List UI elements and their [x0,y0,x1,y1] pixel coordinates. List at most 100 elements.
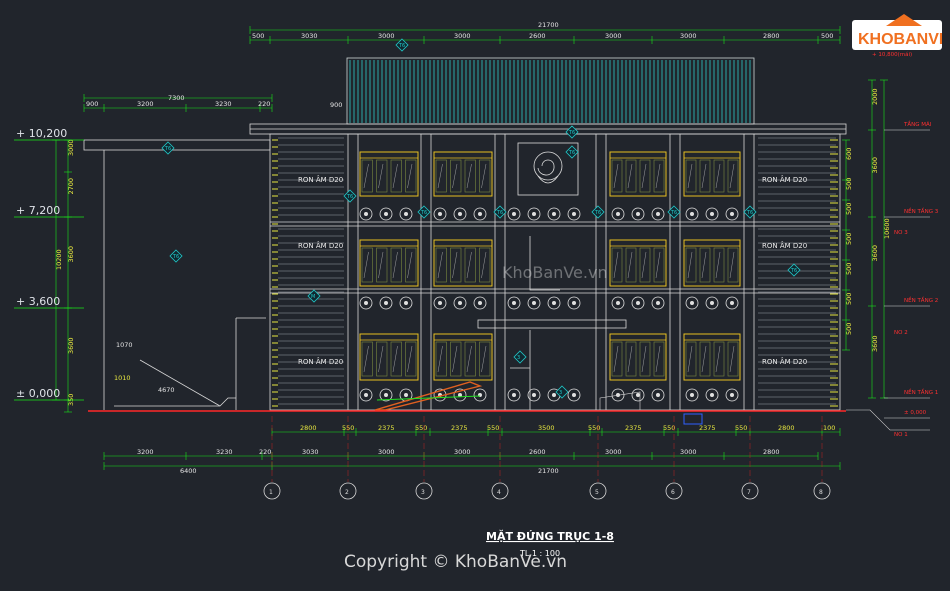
axis-label: 3 [421,489,425,496]
tag-text: T6 [398,43,405,49]
rosette-core [616,212,620,216]
window-pane [727,159,739,193]
dim-text: 3000 [454,32,471,40]
tag-diamond [169,249,183,263]
khobanve-logo[interactable]: KHOBANVE [852,12,942,54]
axis-bubble [589,482,607,500]
dim-text: 3000 [605,448,622,456]
rosette [359,388,373,402]
rosette [453,296,467,310]
window-pane [685,341,697,377]
rosette-core [404,393,408,397]
rosette-core [512,301,516,305]
joint-note: RON ÂM D20 [762,175,807,184]
window-pane [361,341,373,377]
window-pane [464,247,476,283]
window-pane [361,159,373,193]
rosette [725,388,739,402]
window-glint [392,251,398,279]
window-pane [625,247,637,283]
level-code: TẦNG MÁI [903,120,932,128]
dim-text: 500 [821,32,833,40]
window-glint [378,345,384,373]
dim-text: 2800 [763,32,780,40]
window-glint [613,251,619,279]
tag-diamond [555,385,569,399]
rosette-core [710,301,714,305]
material-tag: T6 [161,141,175,155]
tag-text: T6 [594,210,601,216]
window-glint [363,345,369,373]
rosette [631,296,645,310]
window-glint [378,251,384,279]
rosette [527,296,541,310]
dim-vtext: 3600 [871,335,879,352]
ramp-dim: 4670 [158,386,175,394]
axis-bubble [813,482,831,500]
tag-diamond [787,263,801,277]
window-frame [609,151,667,197]
tag-diamond [395,38,409,52]
copyright-watermark: Copyright © KhoBanVe.vn [344,552,567,572]
window-glint [641,251,647,279]
window-glint [407,251,413,279]
rosette-core [552,301,556,305]
material-tag: T6 [787,263,801,277]
dim-vtext: 2700 [67,178,75,195]
tag-text: T6 [568,150,575,156]
rosette-core [572,301,576,305]
window-pane [464,159,476,193]
axis-bubble [665,482,683,500]
window-pane [713,159,725,193]
window-glint [481,345,487,373]
window-frame [359,239,419,287]
joint-note: RON ÂM D20 [298,175,343,184]
window-pane [390,159,402,193]
window-glint [729,345,735,373]
rosette [611,207,625,221]
window-glint [392,163,398,189]
wing-dim-bottom: 6400 [180,467,197,475]
rosette-core [458,212,462,216]
dim-text: 2800 [778,424,795,432]
drawing-scale: TL 1 : 100 [519,549,560,558]
dim-text: 2375 [699,424,716,432]
dim-text: 3000 [680,448,697,456]
window-glint [687,163,693,189]
rosette [527,388,541,402]
window-glint [627,163,633,189]
rosette [631,388,645,402]
ramp-dim: 1070 [116,341,133,349]
tag-diamond [743,205,757,219]
rosette [433,296,447,310]
window-glint [627,251,633,279]
rosette-core [656,212,660,216]
dim-text: 550 [663,424,675,432]
material-tag: T6 [169,249,183,263]
rosette-core [532,301,536,305]
window-pane [435,247,447,283]
rosette [611,388,625,402]
rosette-core [690,393,694,397]
dim-text: 100 [823,424,835,432]
window-glint [466,345,472,373]
material-tag: 3 [513,350,527,364]
roof-cladding [349,60,751,123]
rosette [453,388,467,402]
window-glint [452,163,458,189]
dim-text: 550 [588,424,600,432]
rosette-core [512,212,516,216]
window-pane [639,341,651,377]
rosette-core [572,212,576,216]
tag-diamond [417,205,431,219]
rosette [399,296,413,310]
dim-text: 3000 [605,32,622,40]
rosette [399,207,413,221]
tag-text: T6 [164,146,171,152]
rosette-core [404,301,408,305]
dim-text: 3230 [215,100,232,108]
dim-text: 3000 [378,448,395,456]
dim-text: 3000 [378,32,395,40]
dim-text: 900 [86,100,98,108]
